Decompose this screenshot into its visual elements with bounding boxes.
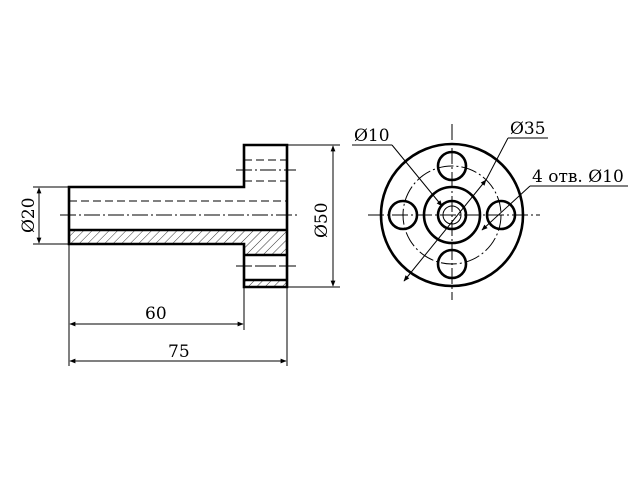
front-view: Ø10 Ø35 4 отв. Ø10 — [352, 119, 628, 300]
flange-outline — [379, 142, 525, 288]
leader-holes-note — [481, 185, 531, 231]
side-view: Ø20 Ø50 60 75 — [19, 143, 340, 366]
label-shaft-diameter: Ø20 — [19, 197, 39, 233]
label-holes-note: 4 отв. Ø10 — [532, 167, 624, 187]
part-outline — [67, 143, 289, 289]
label-total-length: 75 — [168, 342, 190, 362]
section-hatch-shaft — [69, 230, 244, 244]
section-hatch-flange-bottom — [244, 280, 287, 287]
dim-line-bolt-circle — [403, 179, 487, 282]
label-bolt-circle-diameter: Ø35 — [510, 119, 546, 139]
section-hatch-flange — [244, 230, 287, 255]
bolt-hole-right — [485, 199, 517, 231]
label-center-hole-diameter: Ø10 — [354, 126, 390, 146]
label-shaft-length: 60 — [145, 304, 167, 324]
leader-bolt-circle — [485, 137, 509, 181]
label-flange-diameter: Ø50 — [312, 202, 332, 238]
